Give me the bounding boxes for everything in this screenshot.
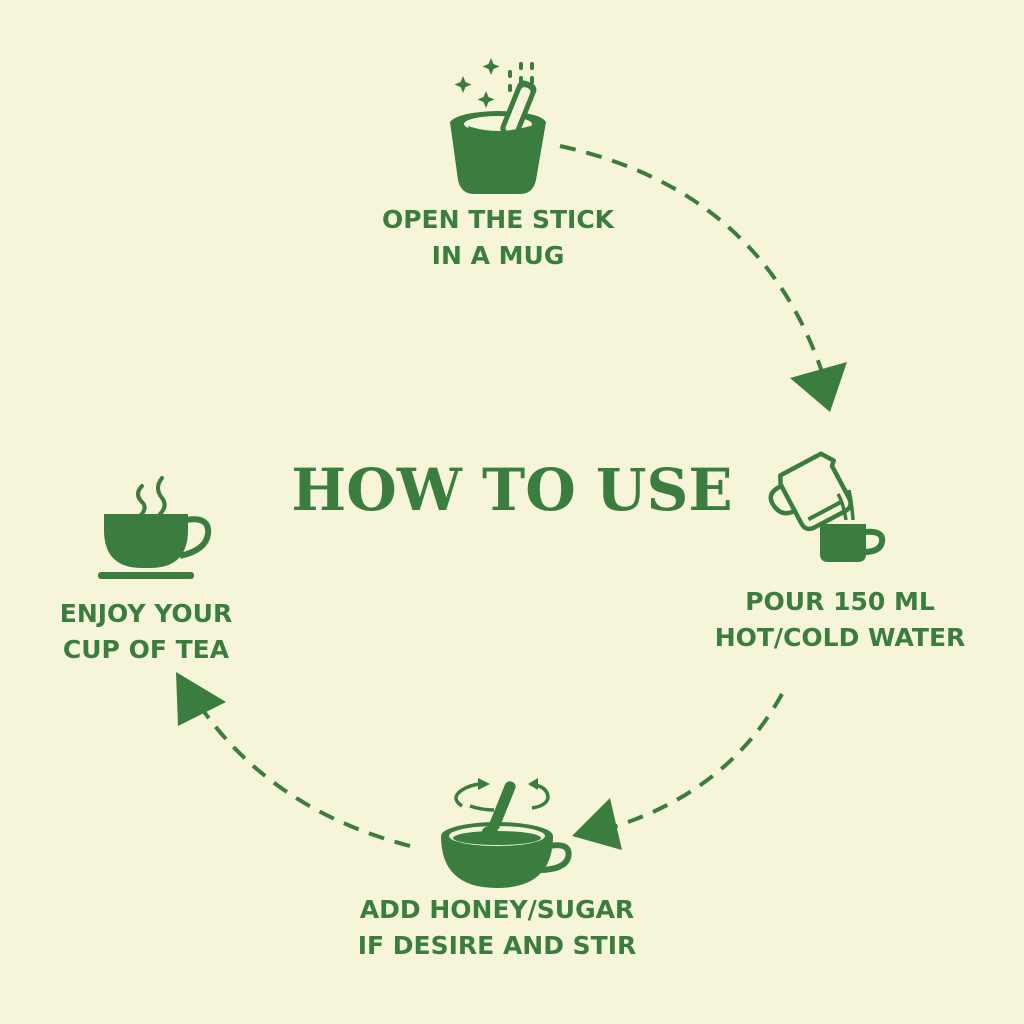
steaming-tea-cup-icon bbox=[98, 476, 212, 579]
step-enjoy-line2: CUP OF TEA bbox=[62, 635, 230, 664]
arrow-pour-to-stir bbox=[572, 693, 784, 850]
mug-stick-icon bbox=[450, 58, 546, 194]
step-pour-water-label: POUR 150 ML HOT/COLD WATER bbox=[700, 584, 980, 656]
step-open-stick-label: OPEN THE STICK IN A MUG bbox=[348, 202, 648, 274]
arrowhead-enjoy bbox=[176, 672, 226, 726]
stir-cup-icon bbox=[441, 778, 572, 888]
step-enjoy-line1: ENJOY YOUR bbox=[59, 599, 233, 628]
step-pour-line1: POUR 150 ML bbox=[745, 587, 935, 616]
step-open-line1: OPEN THE STICK bbox=[381, 205, 615, 234]
step-open-line2: IN A MUG bbox=[431, 241, 565, 270]
step-add-stir-label: ADD HONEY/SUGAR IF DESIRE AND STIR bbox=[342, 892, 652, 964]
arrowhead-pour bbox=[790, 362, 847, 412]
step-stir-line2: IF DESIRE AND STIR bbox=[357, 931, 637, 960]
arrow-stir-to-enjoy bbox=[176, 672, 411, 848]
step-enjoy-tea-label: ENJOY YOUR CUP OF TEA bbox=[30, 596, 262, 668]
step-stir-line1: ADD HONEY/SUGAR bbox=[359, 895, 635, 924]
arrow-open-to-pour bbox=[559, 144, 847, 412]
arrowhead-stir bbox=[572, 798, 622, 850]
page-title: HOW TO USE bbox=[291, 456, 733, 524]
step-pour-line2: HOT/COLD WATER bbox=[714, 623, 966, 652]
pitcher-pour-icon bbox=[768, 451, 886, 562]
